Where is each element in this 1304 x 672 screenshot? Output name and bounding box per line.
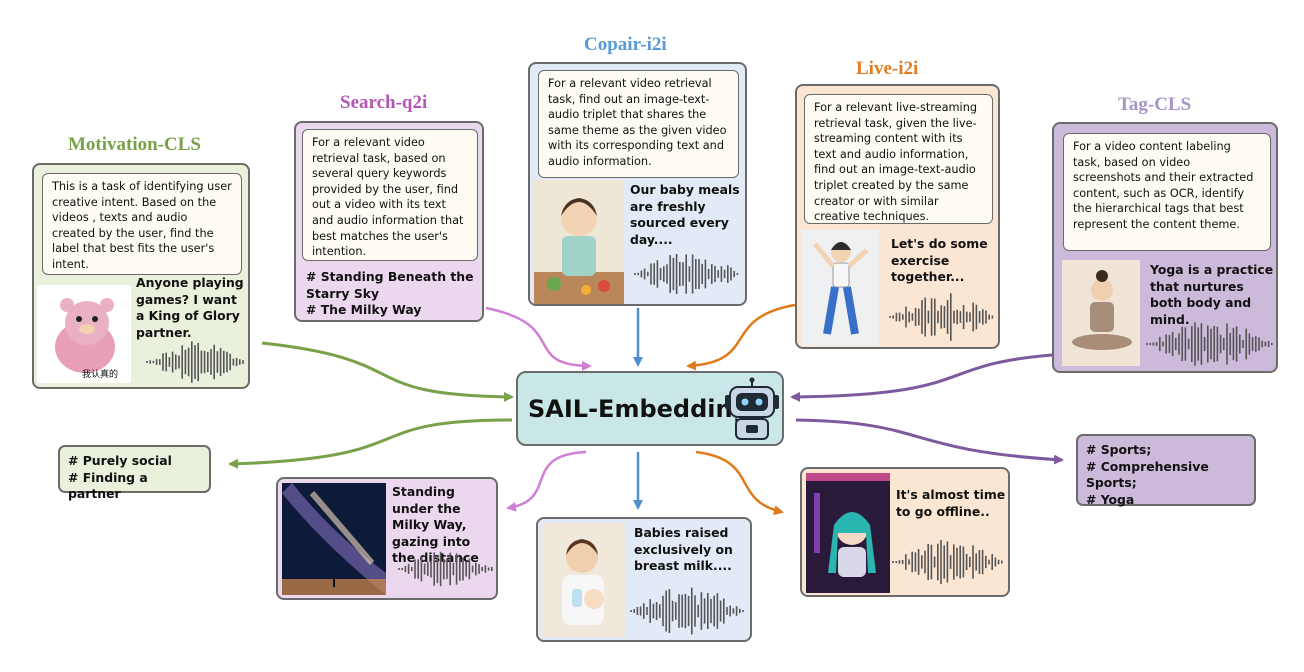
motivation-output: # Purely social # Finding a partner: [58, 445, 211, 501]
waveform-icon: [146, 341, 244, 383]
tag-output-3: # Yoga: [1086, 491, 1135, 507]
search-query-2: # The Milky Way: [306, 302, 422, 317]
search-query-1: # Standing Beneath the Starry Sky: [306, 269, 474, 301]
live-caption: Let's do some exercise together...: [891, 236, 988, 284]
tag-output-1: # Sports;: [1086, 442, 1152, 457]
arrow-live-out: [695, 450, 784, 516]
arrow-motivation-in: [261, 341, 514, 402]
arrow-search-out: [506, 450, 587, 512]
breastfeeding-mother-image: [542, 523, 626, 637]
live-output-card: It's almost time to go offline..: [800, 467, 1010, 597]
waveform-icon: [892, 540, 1003, 584]
copair-prompt: For a relevant video retrieval task, fin…: [538, 70, 739, 178]
waveform-icon: [630, 587, 744, 635]
tag-prompt: For a video content labeling task, based…: [1063, 133, 1271, 251]
arrow-tag-out: [795, 418, 1064, 465]
motivation-prompt: This is a task of identifying user creat…: [42, 173, 242, 275]
copair-thumbnail: [534, 180, 624, 304]
title-search: Search-q2i: [340, 92, 428, 113]
motivation-card: This is a task of identifying user creat…: [32, 163, 250, 389]
motivation-output-1: # Purely social: [68, 453, 172, 468]
copair-caption: Our baby meals are freshly sourced every…: [630, 182, 740, 247]
live-thumbnail: [801, 230, 879, 346]
title-copair: Copair-i2i: [584, 34, 667, 55]
title-motivation: Motivation-CLS: [68, 134, 201, 155]
robot-icon: [725, 377, 779, 440]
arrow-live-in: [686, 303, 796, 371]
title-live: Live-i2i: [856, 58, 919, 79]
copair-output-thumbnail: [542, 523, 626, 637]
copair-output-card: Babies raised exclusively on breast milk…: [536, 517, 752, 642]
live-output-caption: It's almost time to go offline..: [896, 487, 1006, 519]
search-prompt: For a relevant video retrieval task, bas…: [302, 129, 478, 261]
search-card: For a relevant video retrieval task, bas…: [294, 121, 484, 322]
anime-streamer-image: [806, 473, 890, 593]
live-card: For a relevant live-streaming retrieval …: [795, 84, 1000, 349]
waveform-icon: [634, 254, 739, 294]
exercise-girl-image: [801, 230, 879, 346]
waveform-icon: [398, 551, 493, 587]
tag-caption: Yoga is a practice that nurtures both bo…: [1150, 262, 1274, 327]
search-output-thumbnail: [282, 483, 386, 595]
motivation-thumbnail: 我认真的: [37, 285, 131, 383]
motivation-output-2: # Finding a partner: [68, 469, 148, 502]
copair-card: For a relevant video retrieval task, fin…: [528, 62, 747, 306]
motivation-caption: Anyone playing games? I want a King of G…: [136, 275, 244, 340]
title-tag: Tag-CLS: [1118, 94, 1192, 115]
milky-way-image: [282, 483, 386, 595]
arrow-search-in: [485, 306, 592, 371]
live-prompt: For a relevant live-streaming retrieval …: [804, 94, 993, 224]
cooking-mother-image: [534, 180, 624, 304]
sail-embedding-label: SAIL-Embedding: [528, 395, 750, 423]
search-output-card: Standing under the Milky Way, gazing int…: [276, 477, 498, 600]
pink-mascot-icon: 我认真的: [55, 298, 118, 380]
waveform-icon: [1146, 322, 1273, 366]
arrow-motivation-out: [228, 418, 513, 469]
waveform-icon: [889, 293, 994, 341]
tag-output-2: # Comprehensive Sports;: [1086, 458, 1209, 491]
yoga-woman-image: [1062, 260, 1140, 366]
tag-card: For a video content labeling task, based…: [1052, 122, 1278, 373]
svg-text:我认真的: 我认真的: [82, 368, 118, 380]
arrow-tag-in: [790, 353, 1053, 402]
sail-embedding-box: SAIL-Embedding: [516, 371, 784, 446]
copair-output-caption: Babies raised exclusively on breast milk…: [634, 525, 733, 573]
tag-thumbnail: [1062, 260, 1140, 366]
tag-output: # Sports; # Comprehensive Sports; # Yoga: [1076, 434, 1256, 507]
live-output-thumbnail: [806, 473, 890, 593]
